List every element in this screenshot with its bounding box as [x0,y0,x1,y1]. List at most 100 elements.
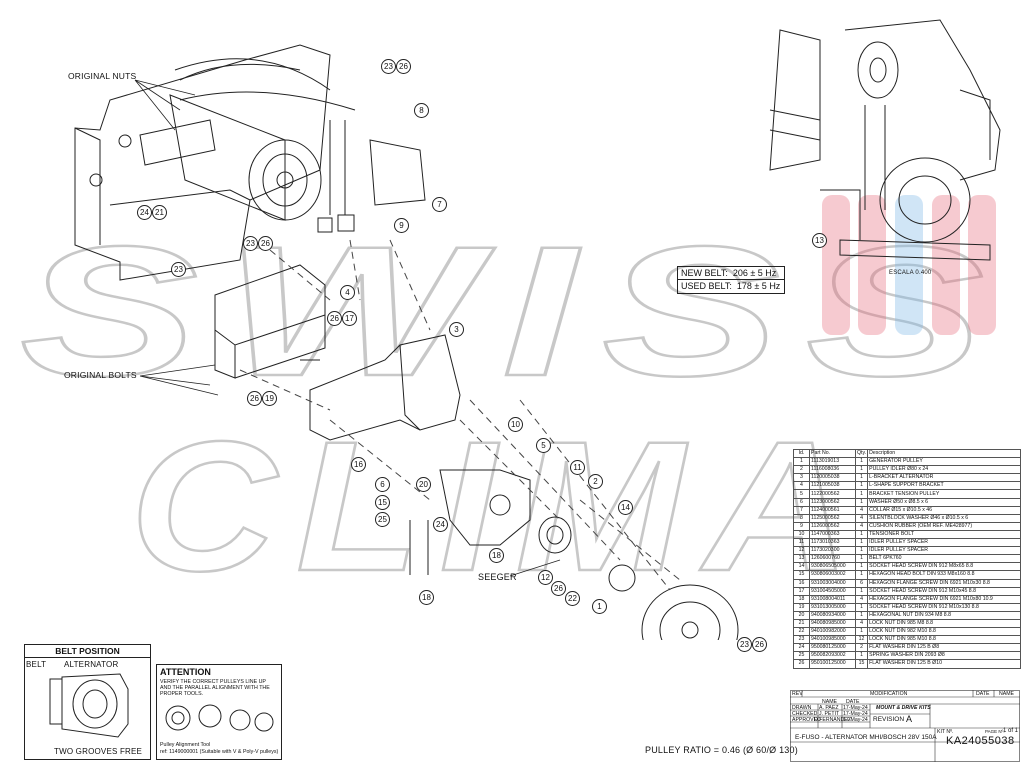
attention-box: ATTENTION VERIFY THE CORRECT PULLEYS LIN… [156,664,282,760]
bom-id: 10 [793,529,810,540]
bom-part-no: 931004505000 [809,586,856,596]
bom-description: FLAT WASHER DIN 125 B Ø10 [867,659,1022,669]
bom-qty: 1 [854,562,869,572]
tb-drawn-date: 17-May-24 [843,705,868,711]
bom-id: 7 [793,505,810,515]
bom-description: HEXAGONAL NUT DIN 934 M8 8.8 [867,610,1022,620]
bom-id: 5 [793,489,810,499]
bom-qty: 1 [854,538,869,548]
bom-description: LOCK NUT DIN 985 M10 8.8 [867,635,1022,645]
bom-id: 14 [793,562,810,572]
bom-qty: 4 [854,618,869,629]
bom-part-no: 930806505000 [809,562,856,572]
bom-part-no: 1147000363 [809,529,856,540]
bom-qty: 1 [854,546,869,556]
item-number: 26 [247,391,262,406]
tb-kit-type: MOUNT & DRIVE KITS [876,705,931,711]
bom-id: 16 [793,578,810,588]
bom-id: 9 [793,521,810,531]
belt-position-illustration [49,673,129,738]
bom-qty: 4 [854,505,869,515]
item-number: 15 [375,495,390,510]
item-number: 26 [258,236,273,251]
tb-revision-label: REVISION [873,716,905,723]
bom-description: LOCK NUT DIN 985 M8 8.8 [867,618,1022,629]
two-grooves-label: TWO GROOVES FREE [54,747,143,756]
bom-qty: 1 [854,473,869,483]
pulley-ratio-label: PULLEY RATIO = 0.46 (Ø 60/Ø 130) [645,745,798,755]
bom-id: 1 [793,457,810,467]
inset-detail-drawing [769,19,1001,261]
bom-part-no: 1123000562 [809,497,856,507]
bom-part-no: 1116008036 [809,465,856,475]
bom-qty: 4 [854,513,869,523]
bom-id: 18 [793,594,810,604]
bom-id: 11 [793,538,810,548]
tb-drawn: DRAWN [792,705,812,711]
bom-id: 26 [793,659,810,669]
item-number: 9 [394,218,409,233]
tb-name: NAME [999,691,1014,697]
tb-modification: MODIFICATION [870,691,908,697]
bom-description: HEXAGON FLANGE SCREW DIN 6921 M10x30 8.8 [867,578,1022,588]
tb-approved-name: D.FERNANDEZ [814,717,851,723]
bom-description: SILENTBLOCK WASHER Ø46 x Ø10.5 x 6 [867,513,1022,523]
bom-description: IDLER PULLEY SPACER [867,538,1022,548]
tb-checked-name: J. PETIT [819,711,840,717]
bom-id: 13 [793,554,810,564]
bom-qty: 4 [854,521,869,531]
bom-part-no: 1124000561 [809,505,856,515]
bom-description: IDLER PULLEY SPACER [867,546,1022,556]
item-number: 18 [489,548,504,563]
bom-part-no: 931013005000 [809,602,856,612]
item-number: 23 [737,637,752,652]
item-number: 19 [262,391,277,406]
item-number: 23 [171,262,186,277]
bom-part-no: 1121005038 [809,481,856,491]
bom-description: L-SHAPE SUPPORT BRACKET [867,481,1022,491]
item-number: 23 [381,59,396,74]
bom-description: BELT 6PK760 [867,554,1022,564]
bom-description: L-BRACKET ALTERNATOR [867,473,1022,483]
bom-qty: 2 [854,643,869,653]
item-number: 12 [538,570,553,585]
bom-part-no: 950100125000 [809,659,856,669]
tb-checked: CHECKED [792,711,818,717]
belt-label: BELT [26,660,47,669]
bom-description: SOCKET HEAD SCREW DIN 912 M10x130 8.8 [867,602,1022,612]
used-belt-frequency: USED BELT: 178 ± 5 Hz [681,281,781,291]
tb-page-label: PAGE Nº. [985,729,1005,734]
tb-revision: A [906,714,913,724]
bom-description: BRACKET TENSION PULLEY [867,489,1022,499]
bom-id: 2 [793,465,810,475]
item-number: 24 [433,517,448,532]
seeger-label: SEEGER [478,572,517,582]
item-number: 13 [812,233,827,248]
item-number: 8 [414,103,429,118]
title-block-grid [790,690,1020,762]
bom-qty: 1 [854,497,869,507]
belt-frequency-box: NEW BELT: 206 ± 5 Hz USED BELT: 178 ± 5 … [677,266,785,294]
item-number: 6 [375,477,390,492]
bom-part-no: 950080125000 [809,643,856,653]
bom-description: CUSHION RUBBER (OEM REF. ME428977) [867,521,1022,531]
bom-id: 25 [793,651,810,661]
bom-part-no: 1122000562 [809,489,856,499]
item-number: 2 [588,474,603,489]
item-number: 10 [508,417,523,432]
tb-date: DATE [976,691,990,697]
bom-id: 15 [793,570,810,580]
original-nuts-label: ORIGINAL NUTS [68,71,137,81]
